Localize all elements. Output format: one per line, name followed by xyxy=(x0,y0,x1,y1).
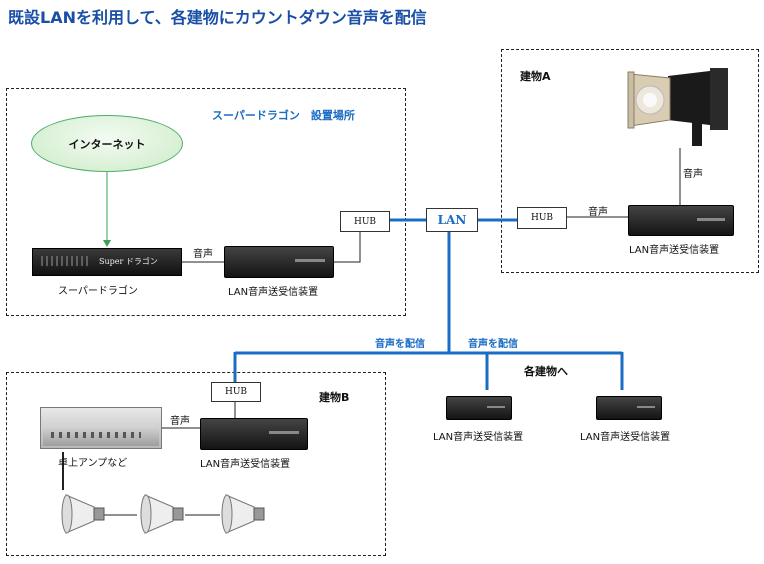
lan-audio-device-b-label: LAN音声送受信装置 xyxy=(200,459,291,470)
audio-label-a: 音声 xyxy=(588,207,608,218)
horn-speaker-icon xyxy=(221,494,265,534)
panel-dots xyxy=(41,256,91,266)
lan-audio-device-d-label: LAN音声送受信装置 xyxy=(580,432,671,443)
internet-cloud: インターネット xyxy=(31,115,183,172)
horn-speaker-icon xyxy=(627,68,728,146)
audio-label-a-speaker: 音声 xyxy=(683,169,703,180)
lan-audio-device-a xyxy=(628,205,734,236)
lan-audio-device-c-label: LAN音声送受信装置 xyxy=(433,432,524,443)
each-building-label: 各建物へ xyxy=(524,365,568,378)
lan-audio-device-main xyxy=(224,246,334,278)
internet-label: インターネット xyxy=(68,137,146,151)
desktop-amp-label: 卓上アンプなど xyxy=(58,458,128,469)
hub-main: HUB xyxy=(340,211,390,232)
audio-label-b: 音声 xyxy=(170,416,190,427)
lan-audio-device-a-label: LAN音声送受信装置 xyxy=(629,245,720,256)
building-b-zone xyxy=(6,372,386,556)
page-title: 既設LANを利用して、各建物にカウントダウン音声を配信 xyxy=(8,8,427,27)
hub-building-a: HUB xyxy=(517,207,567,229)
horn-speaker-icon xyxy=(140,494,184,534)
lan-box: LAN xyxy=(426,208,478,232)
lan-audio-device-main-label: LAN音声送受信装置 xyxy=(228,287,319,298)
distribute-label-right: 音声を配信 xyxy=(468,339,518,350)
lan-audio-device-c xyxy=(446,396,512,420)
building-b-label: 建物B xyxy=(319,391,350,404)
super-dragon-device: Super ドラゴン xyxy=(32,248,182,276)
building-a-zone xyxy=(501,49,759,273)
lan-audio-device-b xyxy=(200,418,308,450)
hub-building-b: HUB xyxy=(211,382,261,402)
audio-label-1: 音声 xyxy=(193,249,213,260)
super-dragon-zone xyxy=(6,88,406,316)
building-a-label: 建物A xyxy=(520,70,551,83)
lan-audio-device-d xyxy=(596,396,662,420)
super-dragon-zone-label: スーパードラゴン 設置場所 xyxy=(212,109,355,122)
super-dragon-label: スーパードラゴン xyxy=(58,286,138,297)
horn-speaker-icon xyxy=(61,494,105,534)
desktop-amp xyxy=(40,407,162,449)
panel-brand: Super ドラゴン xyxy=(99,257,158,266)
distribute-label-left: 音声を配信 xyxy=(375,339,425,350)
